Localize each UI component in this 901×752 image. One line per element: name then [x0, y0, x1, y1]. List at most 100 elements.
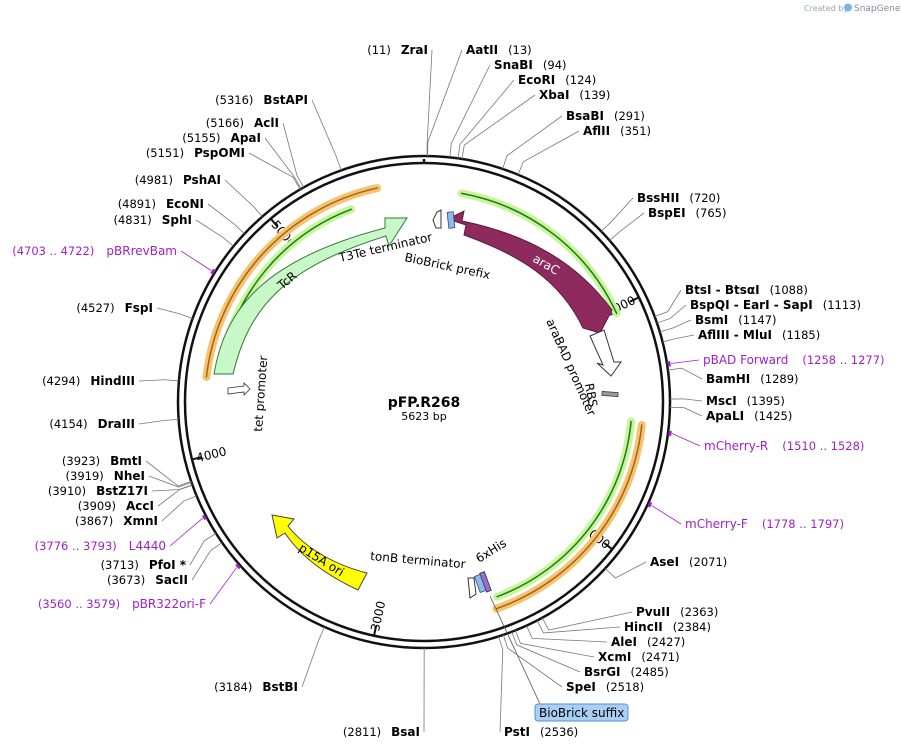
enzyme-bsshii[interactable]: BssHII(720)	[637, 191, 720, 205]
feature-arabad-arrow[interactable]	[589, 329, 622, 377]
primer-mcherry-r[interactable]: mCherry-R(1510 .. 1528)	[704, 439, 864, 453]
feature-biobrick-suffix[interactable]	[473, 573, 487, 593]
primer-pbad-forward[interactable]: pBAD Forward(1258 .. 1277)	[703, 353, 885, 367]
enzyme-xmni[interactable]: (3867)XmnI	[75, 514, 158, 528]
leader-xbai	[461, 94, 536, 160]
orf-green-top-edge	[460, 192, 618, 315]
enzyme-apali[interactable]: ApaLI(1425)	[706, 409, 792, 423]
enzyme-btsi-bts-i[interactable]: BtsI - BtsαI(1088)	[685, 283, 808, 297]
primer-mark-mcherry-r[interactable]	[668, 430, 672, 436]
enzyme-bsabi[interactable]: BsaBI(291)	[566, 109, 645, 123]
enzyme-hindiii[interactable]: (4294)HindIII	[42, 374, 135, 388]
leader-fspi	[156, 307, 193, 319]
enzyme-pvuii[interactable]: PvuII(2363)	[636, 605, 718, 619]
enzyme-hincii[interactable]: HincII(2384)	[624, 620, 711, 634]
enzyme-bstbi[interactable]: (3184)BstBI	[214, 680, 298, 694]
enzyme-bspqi-eari-sapi[interactable]: BspQI - EarI - SapI(1113)	[690, 298, 861, 312]
primer-leader-mcherry-f	[651, 505, 682, 525]
primer-mark-pbr322ori-f[interactable]	[235, 563, 242, 570]
enzyme-afliii-mlui[interactable]: AflIII - MluI(1185)	[698, 328, 820, 342]
feature-tonb-icon[interactable]	[467, 577, 477, 599]
enzyme-bsrgi[interactable]: BsrGI(2485)	[584, 665, 669, 679]
enzyme-bstapi[interactable]: (5316)BstAPI	[215, 93, 308, 107]
primer-leader-mcherry-r	[671, 433, 701, 447]
enzyme-sacii[interactable]: (3673)SacII	[107, 573, 188, 587]
primer-leader-l4440	[169, 517, 203, 547]
leader-hindiii	[138, 379, 179, 382]
enzyme-bspei[interactable]: BspEI(765)	[648, 206, 726, 220]
feature-rbs[interactable]	[601, 391, 619, 397]
tick-1000	[629, 296, 640, 303]
primer-mark-pbad-forward[interactable]	[667, 361, 671, 367]
credit-prefix: Created by	[804, 4, 848, 13]
enzyme-xbai[interactable]: XbaI(139)	[539, 88, 610, 102]
primer-mark-mcherry-f[interactable]	[647, 501, 653, 508]
enzyme-spei[interactable]: SpeI(2518)	[566, 680, 644, 694]
leader-bstbi	[301, 626, 325, 688]
primer-mark-pbrrevbam[interactable]	[210, 268, 216, 275]
enzyme-zrai[interactable]: (11)ZraI	[367, 43, 428, 57]
leader-bamhi	[667, 367, 703, 380]
enzyme-msci[interactable]: MscI(1395)	[706, 394, 785, 408]
primer-pbr322ori-f[interactable]: (3560 .. 3579)pBR322ori-F	[38, 597, 206, 611]
leader-bstapi	[311, 99, 342, 171]
feature-p15a-ori-arrow[interactable]	[271, 514, 368, 591]
enzyme-bamhi[interactable]: BamHI(1289)	[706, 372, 799, 386]
enzyme-sphi[interactable]: (4831)SphI	[114, 213, 193, 227]
enzyme-acli[interactable]: (5166)AclI	[206, 116, 279, 130]
enzyme-nhei[interactable]: (3919)NheI	[66, 469, 145, 483]
primer-mark-l4440[interactable]	[202, 514, 207, 521]
enzyme-asei[interactable]: AseI(2071)	[650, 555, 727, 569]
feature-arac-arrow[interactable]	[446, 210, 613, 334]
enzyme-pspomi[interactable]: (5151)PspOMI	[146, 146, 245, 160]
primer-mcherry-f[interactable]: mCherry-F(1778 .. 1797)	[685, 517, 844, 531]
leader-zrai	[426, 49, 433, 157]
leader-alei	[526, 625, 608, 643]
feature-t3te-icon[interactable]	[432, 209, 442, 229]
orf-arcs	[202, 184, 646, 613]
enzyme-pshai[interactable]: (4981)PshAI	[135, 173, 221, 187]
feature-tonb-label: tonB terminator	[370, 549, 466, 571]
enzyme-pfoi[interactable]: (3713)PfoI *	[101, 558, 187, 572]
enzyme-acci[interactable]: (3909)AccI	[78, 499, 154, 513]
backbone-inner	[183, 161, 665, 643]
feature-biobrick-prefix[interactable]	[446, 211, 456, 229]
feature-tet-promoter-icon[interactable]	[227, 382, 251, 396]
leader-snabi	[449, 64, 491, 158]
enzyme-snabi[interactable]: SnaBI(94)	[494, 58, 567, 72]
leader-acli	[282, 122, 305, 188]
enzyme-bstz17i[interactable]: (3910)BstZ17I	[48, 484, 148, 498]
enzyme-bsai[interactable]: (2811)BsaI	[343, 725, 420, 739]
enzyme-fspi[interactable]: (4527)FspI	[76, 301, 153, 315]
enzyme-alei[interactable]: AleI(2427)	[611, 635, 685, 649]
enzyme-ecori[interactable]: EcoRI(124)	[518, 73, 596, 87]
enzyme-xcmi[interactable]: XcmI(2471)	[598, 650, 680, 664]
enzyme-econi[interactable]: (4891)EcoNI	[118, 197, 204, 211]
leader-bsrgi	[511, 631, 581, 673]
tick-3000	[373, 625, 378, 636]
leader-afliii-mlui	[662, 334, 695, 343]
leader-sphi	[195, 219, 234, 247]
primer-leader-pbrrevbam	[180, 250, 212, 271]
feature-tcr-arrow[interactable]	[213, 217, 408, 375]
enzyme-psti[interactable]: PstI(2536)	[504, 725, 578, 739]
leader-bsabi	[502, 115, 563, 170]
primer-l4440[interactable]: (3776 .. 3793)L4440	[35, 539, 166, 553]
enzyme-bsmi[interactable]: BsmI(1147)	[695, 313, 777, 327]
enzyme-bmti[interactable]: (3923)BmtI	[62, 454, 142, 468]
biobrick-suffix-box[interactable]	[534, 703, 629, 722]
enzyme-apai[interactable]: (5155)ApaI	[182, 131, 261, 145]
tick-label-3000: 3000	[368, 600, 388, 633]
enzyme-draiii[interactable]: (4154)DraIII	[49, 417, 135, 431]
tick-4000	[191, 456, 202, 461]
leader-xcmi	[514, 630, 595, 658]
leader-aatii	[427, 49, 463, 157]
feature-6xhis-label: 6xHis	[473, 536, 509, 566]
leader-bsmi	[659, 319, 692, 333]
enzyme-labels: (11)ZraI AatII(13)SnaBI(94)EcoRI(124)XbaI…	[42, 43, 861, 739]
primer-pbrrevbam[interactable]: (4703 .. 4722)pBRrevBam	[12, 244, 177, 258]
enzyme-aflii[interactable]: AflII(351)	[583, 124, 651, 138]
leader-asei	[604, 561, 647, 579]
enzyme-aatii[interactable]: AatII(13)	[466, 43, 532, 57]
